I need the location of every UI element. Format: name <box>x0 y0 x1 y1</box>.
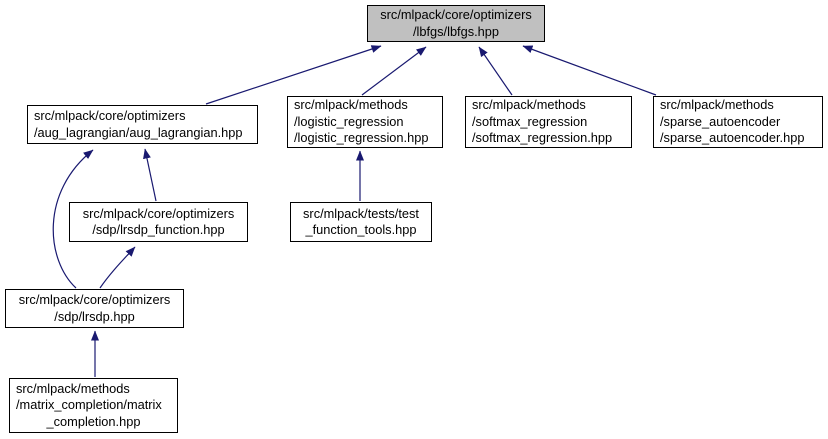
node-lrsdp-hpp[interactable]: src/mlpack/core/optimizers /sdp/lrsdp.hp… <box>5 289 184 328</box>
node-label-line: src/mlpack/methods <box>16 380 130 396</box>
node-matrix-completion-hpp[interactable]: src/mlpack/methods /matrix_completion/ma… <box>9 378 178 433</box>
node-label-line: /sdp/lrsdp.hpp <box>54 308 135 324</box>
node-label-line: /sdp/lrsdp_function.hpp <box>92 222 225 237</box>
edge-lrsdp-to-aug_lagrangian <box>52 149 94 289</box>
node-lbfgs-hpp[interactable]: src/mlpack/core/optimizers /lbfgs/lbfgs.… <box>367 5 545 42</box>
node-label-line: /sparse_autoencoder <box>660 113 781 129</box>
node-label-line: src/mlpack/core/optimizers <box>82 205 235 221</box>
node-label-line: _completion.hpp <box>46 413 141 429</box>
node-logistic-regression-hpp[interactable]: src/mlpack/methods /logistic_regression … <box>287 96 443 148</box>
edge-aug_lagrangian-to-lbfgs <box>205 45 382 105</box>
node-test-function-tools-hpp[interactable]: src/mlpack/tests/test _function_tools.hp… <box>290 202 432 242</box>
node-lrsdp-function-hpp[interactable]: src/mlpack/core/optimizers /sdp/lrsdp_fu… <box>69 202 248 242</box>
node-label-line: src/mlpack/core/optimizers <box>34 108 186 123</box>
node-softmax-regression-hpp[interactable]: src/mlpack/methods /softmax_regression /… <box>465 96 632 148</box>
node-label-line: src/mlpack/tests/test <box>303 205 419 221</box>
node-sparse-autoencoder-hpp[interactable]: src/mlpack/methods /sparse_autoencoder /… <box>653 96 823 148</box>
node-label-line: src/mlpack/core/optimizers <box>18 292 171 307</box>
edge-softmax_regression-to-lbfgs <box>478 46 513 96</box>
node-label-line: /logistic_regression.hpp <box>294 130 429 146</box>
edge-logistic_regression-to-lbfgs <box>361 46 427 96</box>
edge-lrsdp_function-to-aug_lagrangian <box>143 148 157 202</box>
edge-sparse_autoencoder-to-lbfgs <box>522 45 657 96</box>
node-aug-lagrangian-hpp[interactable]: src/mlpack/core/optimizers /aug_lagrangi… <box>27 105 258 144</box>
edge-lrsdp-to-lrsdp_function <box>99 246 136 289</box>
node-label-line: src/mlpack/methods <box>660 97 774 113</box>
node-label-line: src/mlpack/methods <box>472 97 586 113</box>
node-label-line: /matrix_completion/matrix <box>16 397 162 413</box>
node-label-line: /softmax_regression <box>472 113 588 129</box>
node-label-line: src/mlpack/methods <box>294 97 408 113</box>
node-label-line: /sparse_autoencoder.hpp <box>660 130 805 146</box>
node-label-line: /lbfgs/lbfgs.hpp <box>412 23 500 39</box>
node-label-line: /softmax_regression.hpp <box>472 130 613 146</box>
node-label-line: src/mlpack/core/optimizers <box>380 7 532 22</box>
node-label-line: _function_tools.hpp <box>305 222 417 237</box>
node-label-line: /aug_lagrangian/aug_lagrangian.hpp <box>34 124 243 140</box>
node-label-line: /logistic_regression <box>294 113 404 129</box>
